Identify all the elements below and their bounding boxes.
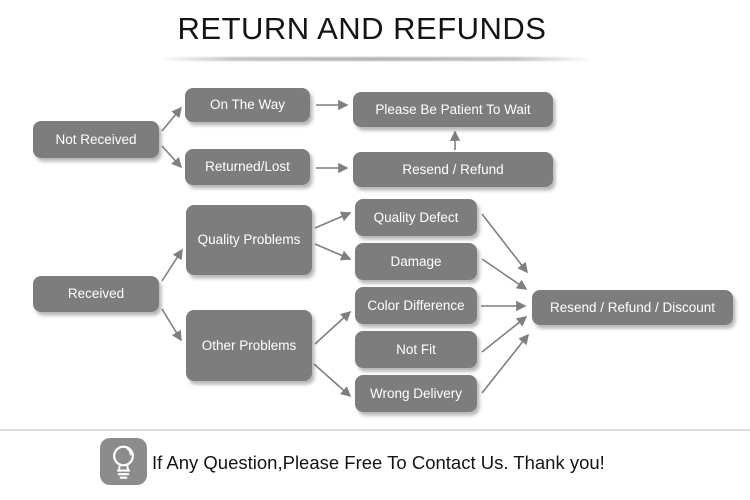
flow-arrow-received-to-quality-problems [161,248,183,282]
flow-node-damage: Damage [355,243,477,280]
flow-arrow-not-received-to-returned-lost [161,145,183,169]
flow-arrow-not-fit-to-resend-refund-discount [481,316,528,353]
flow-node-other-problems: Other Problems [186,310,312,381]
flow-node-wrong-delivery: Wrong Delivery [355,375,477,412]
flow-arrow-received-to-other-problems [161,308,182,342]
flow-node-not-received: Not Received [33,121,159,158]
flow-node-on-the-way: On The Way [185,88,310,122]
flow-arrow-not-received-to-on-the-way [161,106,182,132]
flow-arrow-damage-to-resend-refund-discount [481,258,528,290]
flow-node-resend-refund: Resend / Refund [353,152,553,187]
flow-arrow-quality-problems-to-quality-defect [314,211,352,229]
flow-arrow-wrong-delivery-to-resend-refund-discount [481,333,529,394]
title-underline [159,57,592,61]
flow-node-returned-lost: Returned/Lost [185,149,310,185]
footer-divider [0,429,750,431]
flow-node-quality-defect: Quality Defect [355,199,477,236]
flow-node-quality-problems: Quality Problems [186,205,312,275]
flow-arrow-quality-problems-to-damage [314,243,352,261]
flow-node-resend-refund-discount: Resend / Refund / Discount [532,290,733,325]
lightbulb-icon [100,438,147,485]
flow-node-please-be-patient: Please Be Patient To Wait [353,92,553,127]
footer-message: If Any Question,Please Free To Contact U… [152,452,605,473]
flow-node-received: Received [33,276,159,312]
flow-arrow-other-problems-to-wrong-delivery [313,363,352,398]
flow-arrow-other-problems-to-color-difference [314,310,352,345]
flow-node-not-fit: Not Fit [355,331,477,368]
flow-arrow-quality-defect-to-resend-refund-discount [481,213,528,274]
page-title: RETURN AND REFUNDS [177,11,547,46]
flow-node-color-difference: Color Difference [355,287,477,324]
